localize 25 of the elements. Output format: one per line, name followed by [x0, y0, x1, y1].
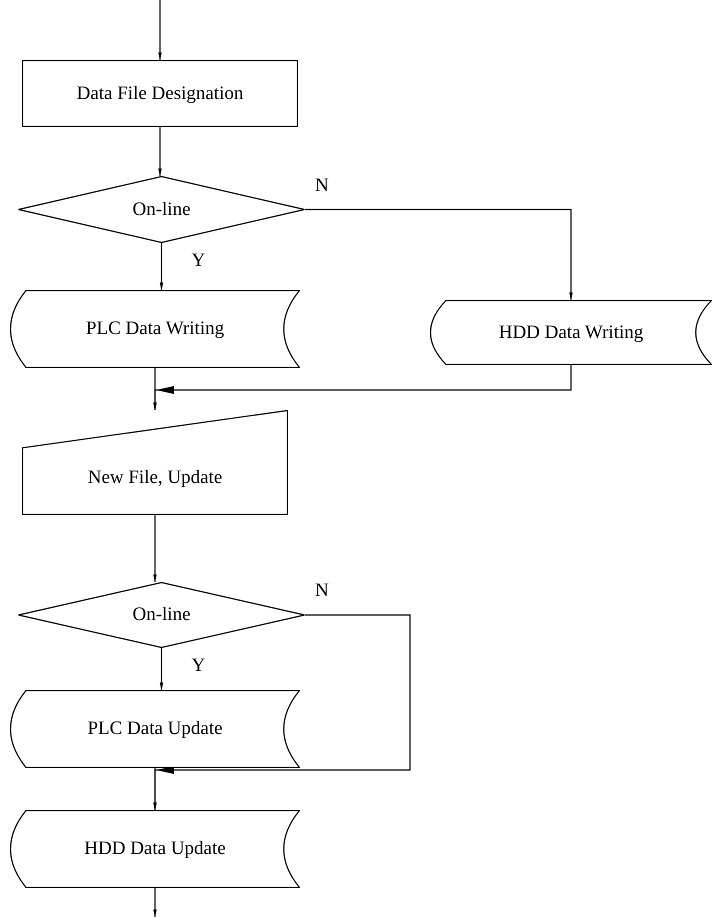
manual-input-shape — [22, 410, 288, 515]
arrow — [158, 127, 162, 176]
node-label: Data File Designation — [76, 82, 244, 106]
node-label: New File, Update — [88, 466, 222, 490]
node-label: On-line — [132, 603, 191, 627]
node-label: HDD Data Writing — [498, 320, 644, 344]
decision-diamond — [18, 582, 305, 648]
decision-diamond — [18, 176, 305, 243]
arrow — [305, 208, 573, 300]
stored-data-shape — [10, 810, 300, 888]
node-label: PLC Data Update — [87, 717, 223, 741]
arrow — [158, 0, 162, 60]
arrow — [153, 888, 157, 918]
arrow — [153, 768, 157, 810]
stored-data-shape — [10, 290, 300, 368]
arrow — [153, 515, 157, 582]
stored-data-shape — [10, 690, 300, 768]
arrow — [160, 648, 164, 690]
arrow — [153, 365, 572, 410]
arrow — [160, 243, 164, 290]
process-box — [22, 60, 298, 127]
node-label: HDD Data Update — [84, 837, 226, 861]
stored-data-shape — [430, 300, 712, 365]
node-label: On-line — [132, 198, 191, 222]
node-label: PLC Data Writing — [86, 317, 224, 341]
